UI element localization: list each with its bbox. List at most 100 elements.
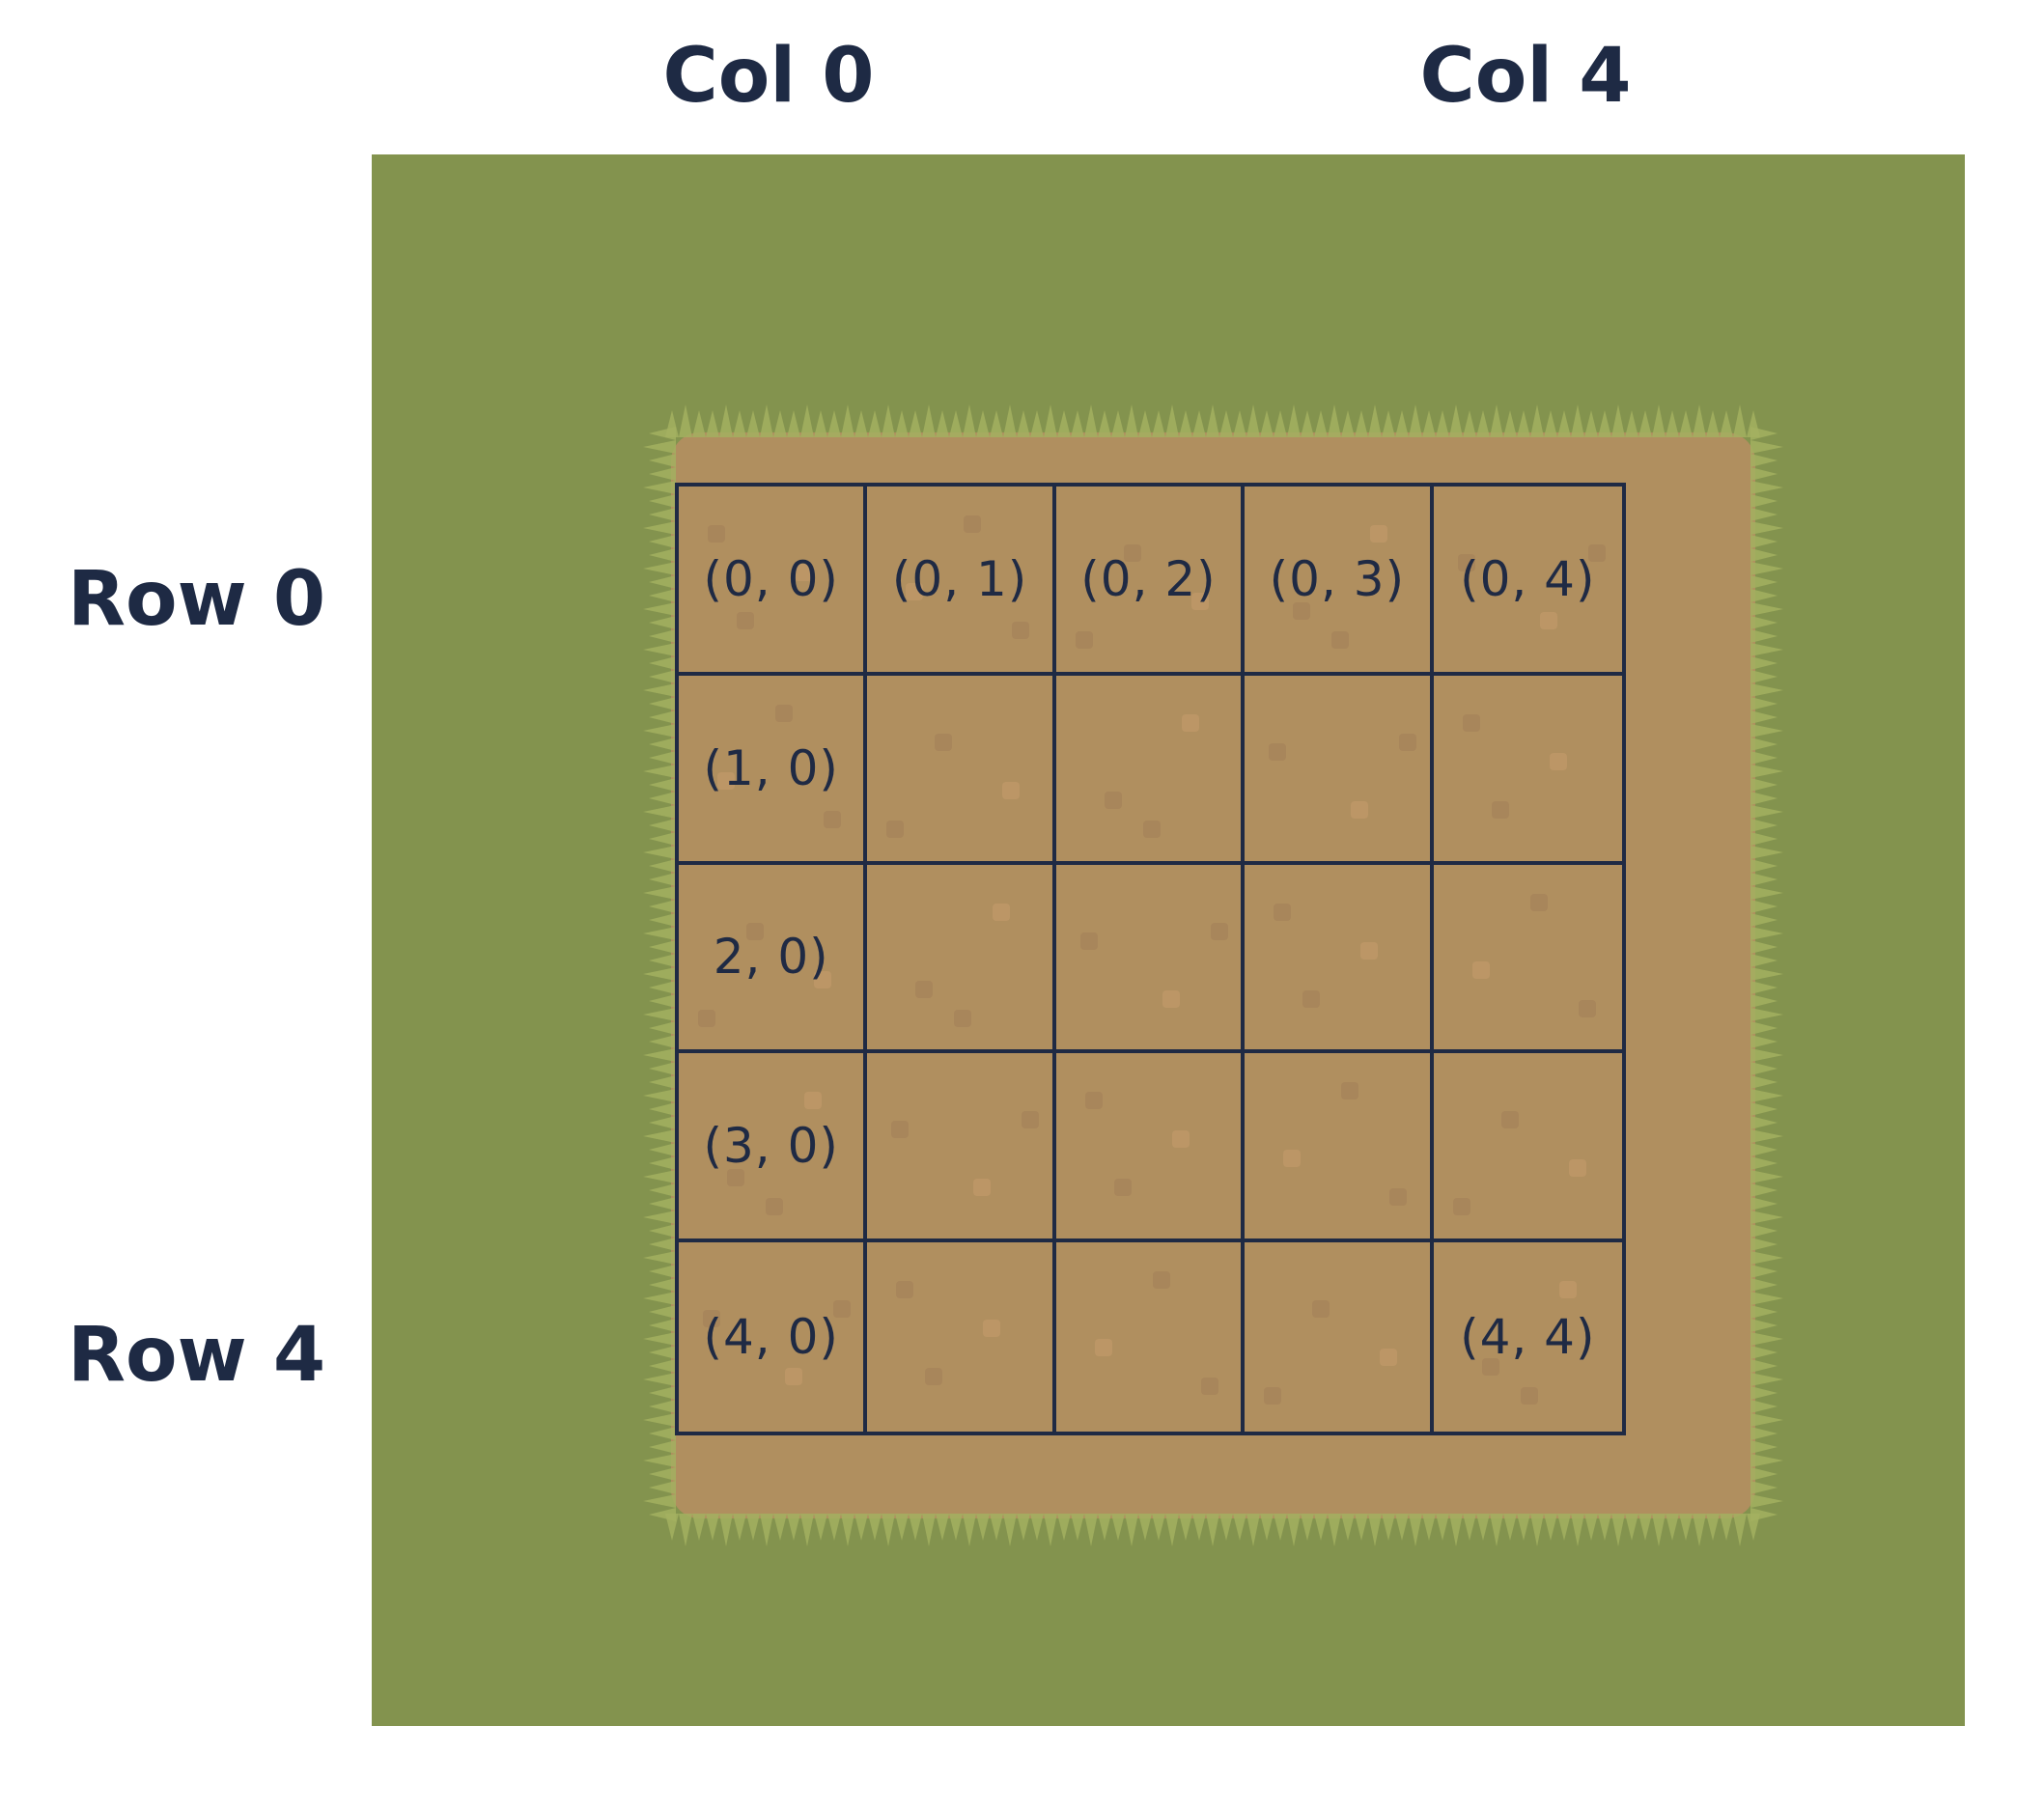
dirt-speck [1104, 791, 1122, 809]
grass-tuft [1750, 832, 1783, 873]
dirt-speck [1312, 1300, 1330, 1319]
grid-cell-r1-c4 [1433, 676, 1622, 865]
dirt-speck [1200, 1378, 1218, 1396]
dirt-speck [717, 771, 735, 790]
grass-tuft [643, 1481, 676, 1521]
grass-tuft [1750, 1035, 1783, 1075]
dirt-speck [1084, 1092, 1103, 1110]
grass-tuft [643, 1075, 676, 1116]
grass-tuft [1192, 1514, 1233, 1546]
dirt-speck [1568, 1159, 1586, 1178]
dirt-speck [1481, 1358, 1499, 1377]
grass-tuft [1517, 1514, 1557, 1546]
grass-tuft [1557, 1514, 1598, 1546]
cell-coordinate-label: (0, 0) [703, 550, 839, 607]
grass-tuft [706, 404, 746, 437]
grass-tuft [1476, 1514, 1517, 1546]
dirt-speck [993, 903, 1011, 921]
grass-tuft [1598, 404, 1638, 437]
grass-tuft [1314, 1514, 1355, 1546]
dirt-speck [1471, 960, 1490, 979]
grass-tuft [1750, 670, 1783, 710]
dirt-speck [1578, 999, 1596, 1017]
dirt-speck [1380, 1349, 1398, 1367]
dirt-speck [1331, 631, 1350, 649]
grid-cell-r2-c4 [1433, 865, 1622, 1054]
dirt-speck [1370, 525, 1388, 543]
dirt-speck [906, 583, 924, 600]
grass-tuft [827, 1514, 868, 1546]
dirt-speck [1012, 622, 1030, 639]
grass-tuft [1557, 404, 1598, 437]
dirt-speck [1181, 713, 1199, 732]
grass-tuft [643, 1319, 676, 1359]
grass-tuft [643, 1238, 676, 1278]
cell-coordinate-label: (4, 0) [703, 1309, 839, 1366]
grass-tuft [643, 751, 676, 792]
dirt-speck [814, 970, 831, 988]
grass-tuft [1111, 1514, 1152, 1546]
grass-tuft [909, 1514, 949, 1546]
grass-tuft [1314, 404, 1355, 437]
dirt-speck [1341, 1082, 1359, 1100]
dirt-speck [1452, 1198, 1470, 1216]
grass-tuft [643, 913, 676, 954]
grass-tuft [1395, 404, 1436, 437]
dirt-speck [703, 1310, 720, 1328]
grass-tuft [1750, 467, 1783, 508]
grass-tuft [643, 467, 676, 508]
grass-tuft [643, 994, 676, 1035]
grass-tuft [1750, 1197, 1783, 1238]
grass-tuft [1750, 1319, 1783, 1359]
dirt-speck [698, 1009, 715, 1027]
grass-tuft [1517, 404, 1557, 437]
grass-tuft [1720, 1514, 1760, 1546]
grass-tuft [643, 1116, 676, 1156]
grass-tuft [643, 427, 676, 467]
grass-tuft [1395, 1514, 1436, 1546]
dirt-speck [925, 1368, 943, 1386]
dirt-speck [973, 1179, 992, 1197]
dirt-speck [1360, 941, 1379, 960]
grass-tuft [643, 670, 676, 710]
grass-tuft [1679, 404, 1720, 437]
row-label-last: Row 4 [68, 1312, 326, 1399]
grass-tuft [1750, 954, 1783, 994]
grass-tuft [1476, 404, 1517, 437]
grid-cell-r4-c0: (4, 0) [679, 1242, 868, 1432]
grass-tuft [949, 1514, 990, 1546]
cell-coordinate-label: (3, 0) [703, 1118, 839, 1175]
grass-tuft [909, 404, 949, 437]
grid-cell-r2-c0: 2, 0) [679, 864, 868, 1054]
grass-tuft [787, 1514, 827, 1546]
dirt-speck [1302, 989, 1321, 1008]
tile-grid: (0, 0)(0, 1)(0, 2)(0, 3)(0, 4)(1, 0)2, 0… [675, 483, 1626, 1435]
grass-tuft [1750, 1359, 1783, 1400]
grid-cell-r0-c0: (0, 0) [679, 487, 868, 676]
dirt-speck [1529, 893, 1548, 911]
dirt-speck [1399, 733, 1417, 751]
grass-tuft [1750, 1156, 1783, 1197]
dirt-speck [1269, 742, 1287, 761]
dirt-speck [1079, 932, 1098, 950]
dirt-speck [727, 1169, 744, 1187]
grid-cell-r3-c1 [867, 1053, 1056, 1243]
grass-tuft [1030, 404, 1071, 437]
grass-tuft [1071, 404, 1111, 437]
grass-tuft [1750, 710, 1783, 751]
grass-tuft [1030, 1514, 1071, 1546]
dirt-speck [1389, 1188, 1408, 1207]
grass-tuft [1679, 1514, 1720, 1546]
dirt-speck [896, 1281, 914, 1299]
grass-tuft [1071, 1514, 1111, 1546]
grass-tuft [643, 1197, 676, 1238]
grass-tuft [1750, 629, 1783, 670]
grid-cell-r0-c2: (0, 2) [1055, 487, 1246, 676]
dirt-speck [804, 1092, 822, 1110]
grass-tuft [1274, 1514, 1314, 1546]
cell-coordinate-label: (0, 1) [891, 550, 1028, 607]
cell-coordinate-label: (4, 4) [1460, 1309, 1596, 1366]
grid-cell-r4-c3 [1245, 1242, 1434, 1432]
grass-tuft [990, 1514, 1030, 1546]
dirt-speck [1190, 593, 1209, 610]
